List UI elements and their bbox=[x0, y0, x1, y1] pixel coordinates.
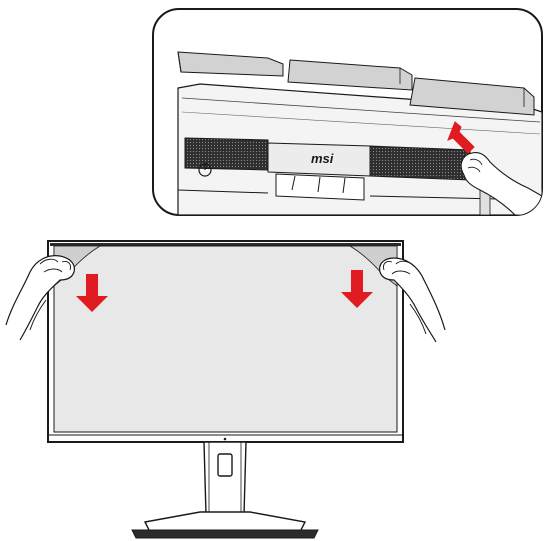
rear-film-strip-right bbox=[409, 77, 535, 116]
cable-management-slot bbox=[217, 453, 233, 477]
speaker-grille-left bbox=[184, 137, 269, 171]
arrow-down-icon-right bbox=[341, 270, 373, 308]
rear-view-inset: msi bbox=[152, 8, 543, 216]
power-button-icon bbox=[198, 163, 212, 177]
monitor-screen bbox=[53, 245, 398, 433]
monitor-stand bbox=[131, 441, 319, 539]
stand-base-foot bbox=[131, 529, 319, 539]
speaker-grille-right bbox=[369, 145, 471, 181]
rear-film-strip-middle bbox=[287, 59, 413, 91]
monitor-front-view bbox=[47, 240, 404, 443]
hand-icon bbox=[460, 152, 542, 215]
arrow-up-icon bbox=[447, 121, 475, 154]
left-hand-icon bbox=[5, 255, 75, 341]
right-hand-icon bbox=[379, 257, 446, 343]
rear-film-strip-left bbox=[177, 51, 284, 77]
stand-base bbox=[143, 511, 307, 533]
arrow-down-icon-left bbox=[76, 274, 108, 312]
brand-logo: msi bbox=[311, 151, 334, 166]
power-indicator bbox=[223, 437, 227, 441]
stand-hub: msi bbox=[267, 142, 371, 201]
